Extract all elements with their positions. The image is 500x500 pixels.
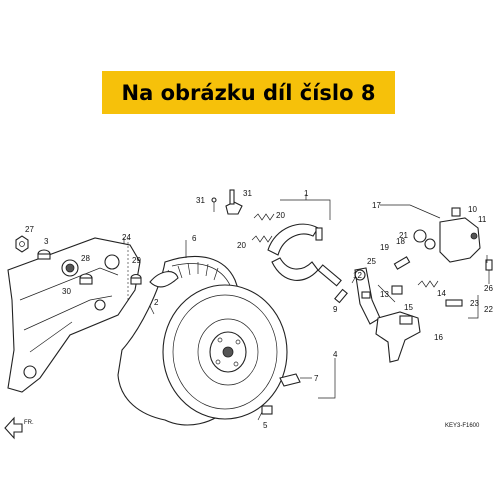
part-banner: Na obrázku díl číslo 8 <box>102 71 395 114</box>
callout-24[interactable]: 24 <box>122 233 131 242</box>
callout-22[interactable]: 22 <box>484 305 493 314</box>
callout-25[interactable]: 25 <box>367 257 376 266</box>
brake-arm[interactable] <box>354 267 381 325</box>
callout-4[interactable]: 4 <box>333 350 338 359</box>
callout-9[interactable]: 9 <box>333 305 338 314</box>
collar-30[interactable] <box>79 273 93 285</box>
callout-23[interactable]: 23 <box>470 299 479 308</box>
callout-17[interactable]: 17 <box>372 201 381 210</box>
nut-5[interactable] <box>261 405 273 415</box>
callout-2[interactable]: 2 <box>154 298 159 307</box>
brake-bracket[interactable] <box>375 311 421 363</box>
callout-7[interactable]: 7 <box>314 374 319 383</box>
bolt-26[interactable] <box>485 259 493 284</box>
callout-labels: 1 2 3 4 5 6 7 9 10 11 12 13 14 15 16 17 … <box>25 189 493 430</box>
bolt-15[interactable] <box>377 284 403 303</box>
pin-31-right[interactable] <box>225 189 243 215</box>
spring-14[interactable] <box>417 280 439 288</box>
banner-title: Na obrázku díl číslo 8 <box>121 80 376 105</box>
callout-31-right[interactable]: 31 <box>243 189 252 198</box>
callout-10[interactable]: 10 <box>468 205 477 214</box>
brake-cam[interactable] <box>317 264 348 304</box>
callout-20-upper[interactable]: 20 <box>276 211 285 220</box>
callout-12[interactable]: 12 <box>353 271 362 280</box>
callout-31-left[interactable]: 31 <box>196 196 205 205</box>
callout-27[interactable]: 27 <box>25 225 34 234</box>
callout-5[interactable]: 5 <box>263 421 268 430</box>
caliper-assembly[interactable] <box>393 207 481 270</box>
leader-lines <box>123 194 488 421</box>
callout-15[interactable]: 15 <box>404 303 413 312</box>
wheel-rim[interactable] <box>162 284 288 420</box>
brake-shoes[interactable] <box>267 223 323 281</box>
callout-19[interactable]: 19 <box>380 243 389 252</box>
nut-27[interactable] <box>15 235 29 253</box>
callout-29[interactable]: 29 <box>132 256 141 265</box>
spring-20-upper[interactable] <box>253 213 275 221</box>
callout-26[interactable]: 26 <box>484 284 493 293</box>
pin-31-left[interactable] <box>211 197 217 212</box>
callout-28[interactable]: 28 <box>81 254 90 263</box>
callout-14[interactable]: 14 <box>437 289 446 298</box>
callout-11[interactable]: 11 <box>478 215 487 224</box>
callout-21[interactable]: 21 <box>399 231 408 240</box>
collar-3[interactable] <box>37 249 51 260</box>
front-direction-arrow: FR. <box>4 416 34 440</box>
direction-label: FR. <box>24 420 34 426</box>
callout-30[interactable]: 30 <box>62 287 71 296</box>
callout-3[interactable]: 3 <box>44 237 49 246</box>
callout-13[interactable]: 13 <box>380 290 389 299</box>
spring-20-lower[interactable] <box>251 235 273 243</box>
swing-arm[interactable] <box>7 237 141 393</box>
diagram-code: KEY3-F1600 <box>445 423 480 429</box>
callout-18[interactable]: 18 <box>396 237 405 246</box>
collar-29[interactable] <box>130 273 142 285</box>
callout-6[interactable]: 6 <box>192 234 197 243</box>
pin-7[interactable] <box>279 373 312 387</box>
callout-20-lower[interactable]: 20 <box>237 241 246 250</box>
bearing-28[interactable] <box>61 259 79 277</box>
callout-16[interactable]: 16 <box>434 333 443 342</box>
pin-23[interactable] <box>445 299 463 307</box>
callout-1[interactable]: 1 <box>304 189 309 198</box>
